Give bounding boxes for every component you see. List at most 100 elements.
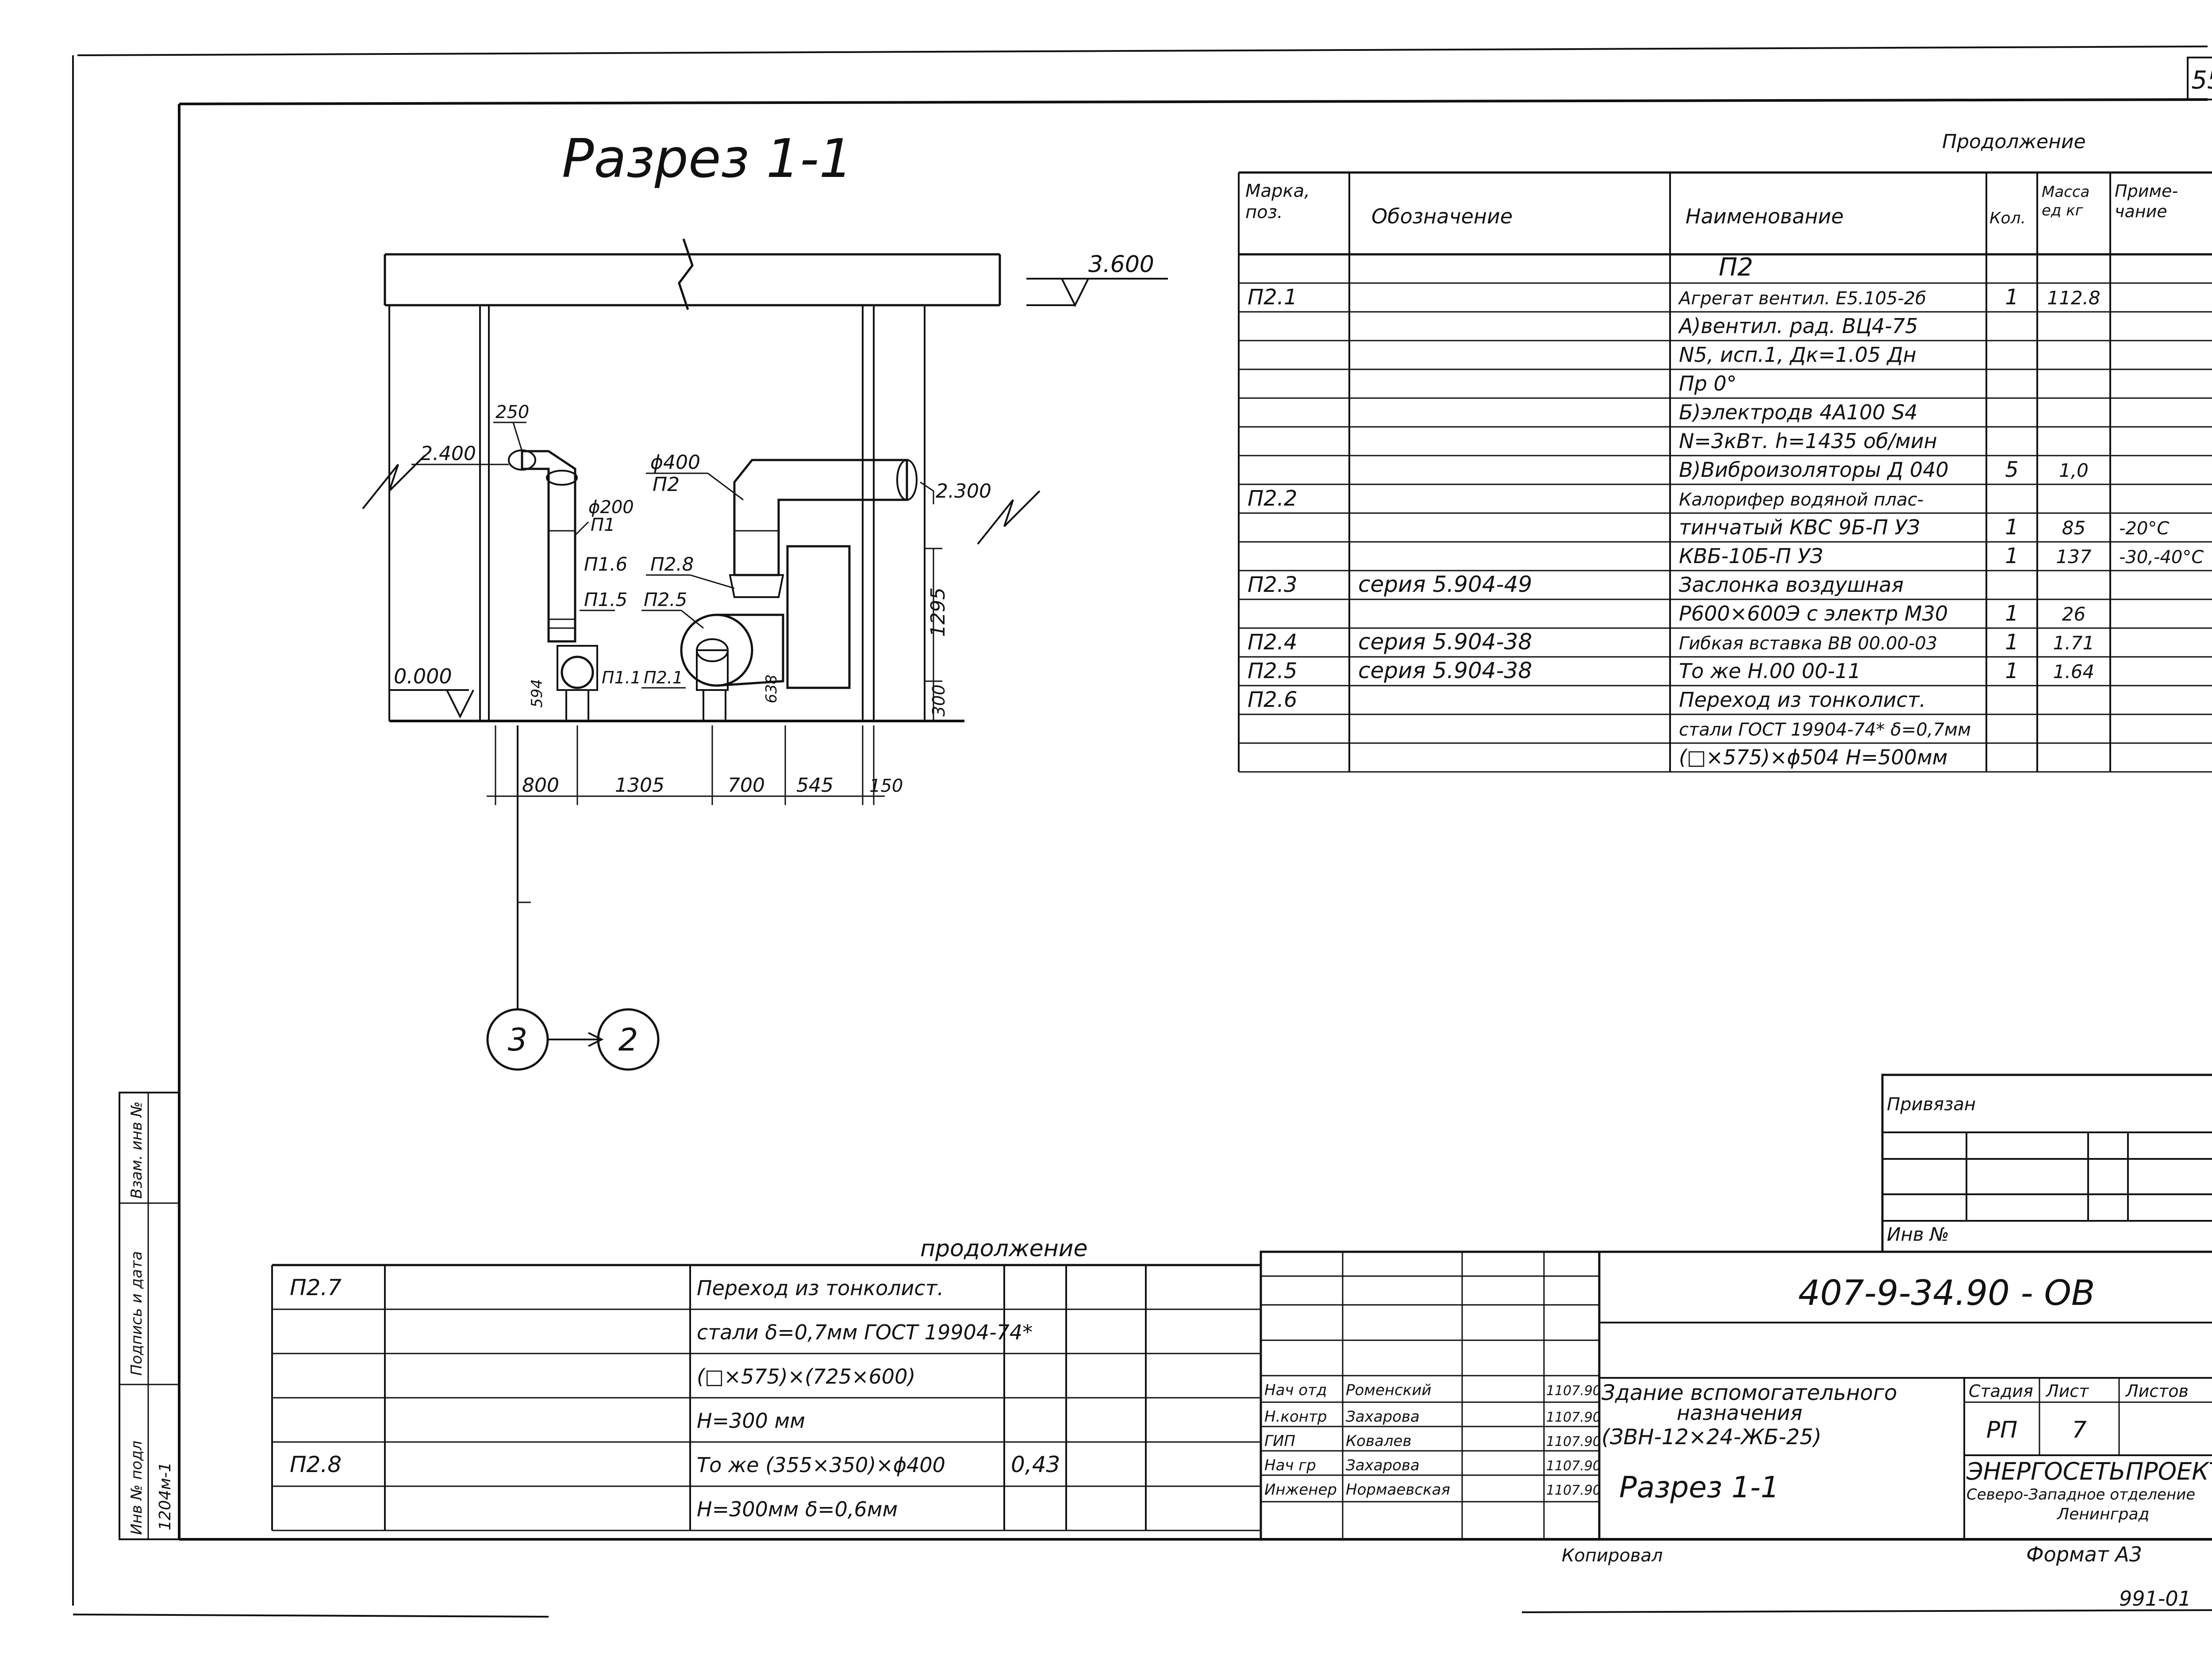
level-0000: 0.000 xyxy=(394,664,452,688)
stamp-person-cell: Нач гр xyxy=(1264,1457,1316,1474)
dim-1295: 1295 xyxy=(927,587,949,637)
spec-cell: -30,-40°С xyxy=(2119,547,2204,568)
org-name: ЭНЕРГОСЕТЬПРОЕКТ xyxy=(1966,1457,2212,1485)
stage-header: Стадия xyxy=(1969,1381,2033,1401)
sheet-header: Лист xyxy=(2045,1381,2089,1401)
spec-continuation-label: Продолжение xyxy=(1942,130,2086,153)
stamp-person-cell: ГИП xyxy=(1264,1432,1295,1450)
label-p2-5: П2.5 xyxy=(644,589,687,610)
spec-header-cell: Наименование xyxy=(1686,204,1843,228)
spec-cell: Переход из тонколист. xyxy=(1679,688,1926,712)
sheet-number-box: 55 xyxy=(2187,57,2212,100)
spec-cell: П2.5 xyxy=(1248,659,1297,683)
stamp-person-cell: 1107.90 xyxy=(1546,1383,1601,1399)
spec-cell: 137 xyxy=(2056,546,2091,568)
stamp-person-cell: Нормаевская xyxy=(1346,1481,1450,1499)
spec-cell: В)Виброизоляторы Д 040 xyxy=(1679,458,1949,482)
continuation-cell: Н=300мм δ=0,6мм xyxy=(697,1497,898,1521)
doc-code: 407-9-34.90 - ОВ xyxy=(1798,1273,2095,1313)
spec-cell: 85 xyxy=(2062,517,2085,539)
spec-header-cell: Марка,поз. xyxy=(1245,181,1310,222)
dim-300: 300 xyxy=(929,684,949,717)
side-stamp: Взам. инв № Подпись и дата Инв № подл 12… xyxy=(119,1092,180,1540)
spec-table: Продолжение Марка,поз. Обозначение Наимено… xyxy=(1238,130,2212,773)
spec-cell: тинчатый КВС 9Б-П УЗ xyxy=(1679,515,1920,539)
level-2400: 2.400 xyxy=(420,442,476,465)
dim-638: 638 xyxy=(763,675,780,703)
label-p2: П2 xyxy=(653,473,680,496)
level-3600: 3.600 xyxy=(1088,251,1154,278)
spec-cell: 26 xyxy=(2062,603,2085,625)
dim-1305: 1305 xyxy=(615,774,664,797)
org-city: Ленинград xyxy=(2056,1505,2149,1523)
stage-value: РП xyxy=(1986,1417,2017,1443)
spec-cell: 1.71 xyxy=(2053,632,2095,654)
continuation-cell: П2.7 xyxy=(290,1275,342,1300)
sheet-number: 55 xyxy=(2191,66,2212,95)
stamp-person-cell: Нач отд xyxy=(1264,1381,1327,1399)
continuation-cell: 0,43 xyxy=(1011,1452,1060,1477)
spec-cell: 1 xyxy=(2005,630,2019,655)
continuation-cell: То же (355×350)×ϕ400 xyxy=(697,1453,945,1477)
stamp-person-cell: 1107.90 xyxy=(1546,1458,1601,1474)
spec-cell: Заслонка воздушная xyxy=(1679,573,1904,597)
sheet-title-stamp: Разрез 1-1 xyxy=(1619,1470,1779,1504)
stamp-person-cell: 1107.90 xyxy=(1546,1483,1601,1498)
spec-cell: 1 xyxy=(2005,601,2019,626)
sheets-header: Листов xyxy=(2125,1381,2189,1401)
spec-cell: Агрегат вентил. Е5.105-2б xyxy=(1678,288,1926,309)
spec-cell: 5 xyxy=(2005,457,2019,482)
label-p2-8: П2.8 xyxy=(650,553,694,575)
continuation-cell: (□×575)×(725×600) xyxy=(697,1365,915,1388)
outer-frame xyxy=(72,46,2212,1618)
continuation-title: продолжение xyxy=(920,1235,1087,1262)
stamp-person-cell: Захарова xyxy=(1346,1408,1420,1426)
label-d200: ϕ200 xyxy=(588,497,634,518)
spec-cell: Б)электродв 4А100 S4 xyxy=(1679,400,1918,424)
org-branch: Северо-Западное отделение xyxy=(1966,1486,2195,1503)
level-2300: 2.300 xyxy=(936,480,991,502)
stamp-person-cell: 1107.90 xyxy=(1546,1410,1601,1425)
spec-cell: Р600×600Э с электр М30 xyxy=(1679,602,1948,625)
label-250: 250 xyxy=(495,402,529,422)
inv-label: Инв № xyxy=(1887,1223,1949,1245)
spec-cell: То же Н.00 00-11 xyxy=(1679,659,1861,683)
spec-cell: серия 5.904-49 xyxy=(1358,571,1532,597)
archive-number: 991-01 xyxy=(2119,1587,2191,1611)
label-p1-5: П1.5 xyxy=(584,589,627,610)
format-label: Формат А3 xyxy=(2026,1542,2142,1566)
spec-cell: серия 5.904-38 xyxy=(1358,629,1532,655)
spec-header-cell: Обозначение xyxy=(1371,204,1513,228)
building-line-1: Здание вспомогательного xyxy=(1601,1381,1897,1405)
side-inv-number: 1204м-1 xyxy=(156,1462,174,1530)
spec-cell: А)вентил. рад. ВЦ4-75 xyxy=(1678,314,1918,338)
stamp-person-cell: Инженер xyxy=(1264,1481,1337,1499)
stamp-person-cell: 1107.90 xyxy=(1546,1434,1601,1450)
side-replace-inv: Взам. инв № xyxy=(128,1101,146,1199)
axis-2: 2 xyxy=(618,1022,638,1058)
spec-cell: П2.4 xyxy=(1248,630,1297,655)
spec-cell: 1.64 xyxy=(2053,661,2095,683)
side-inv-original: Инв № подл xyxy=(128,1441,146,1535)
spec-cell: П2.6 xyxy=(1248,687,1297,712)
building-line-2: назначения xyxy=(1677,1401,1802,1425)
spec-header-cell: Кол. xyxy=(1989,209,2026,227)
drawing-title: Разрез 1-1 xyxy=(562,128,853,190)
stamp-person-cell: Ковалев xyxy=(1346,1432,1412,1450)
spec-cell: (□×575)×ϕ504 Н=500мм xyxy=(1679,745,1947,769)
spec-cell: 1 xyxy=(2005,544,2019,568)
continuation-cell: стали δ=0,7мм ГОСТ 19904-74* xyxy=(697,1320,1033,1344)
stamp-person-cell: Роменский xyxy=(1346,1381,1432,1399)
dim-150: 150 xyxy=(869,776,903,796)
label-p1: П1 xyxy=(591,515,615,535)
section-drawing: 3.600 1295 300 0.000 xyxy=(362,238,1168,1071)
continuation-cell: П2.8 xyxy=(290,1452,342,1477)
dim-800: 800 xyxy=(522,774,559,797)
building-line-3: (ЗВН-12×24-ЖБ-25) xyxy=(1601,1425,1821,1450)
spec-cell: 112.8 xyxy=(2047,287,2100,309)
stamp-person-cell: Н.контр xyxy=(1264,1408,1327,1426)
